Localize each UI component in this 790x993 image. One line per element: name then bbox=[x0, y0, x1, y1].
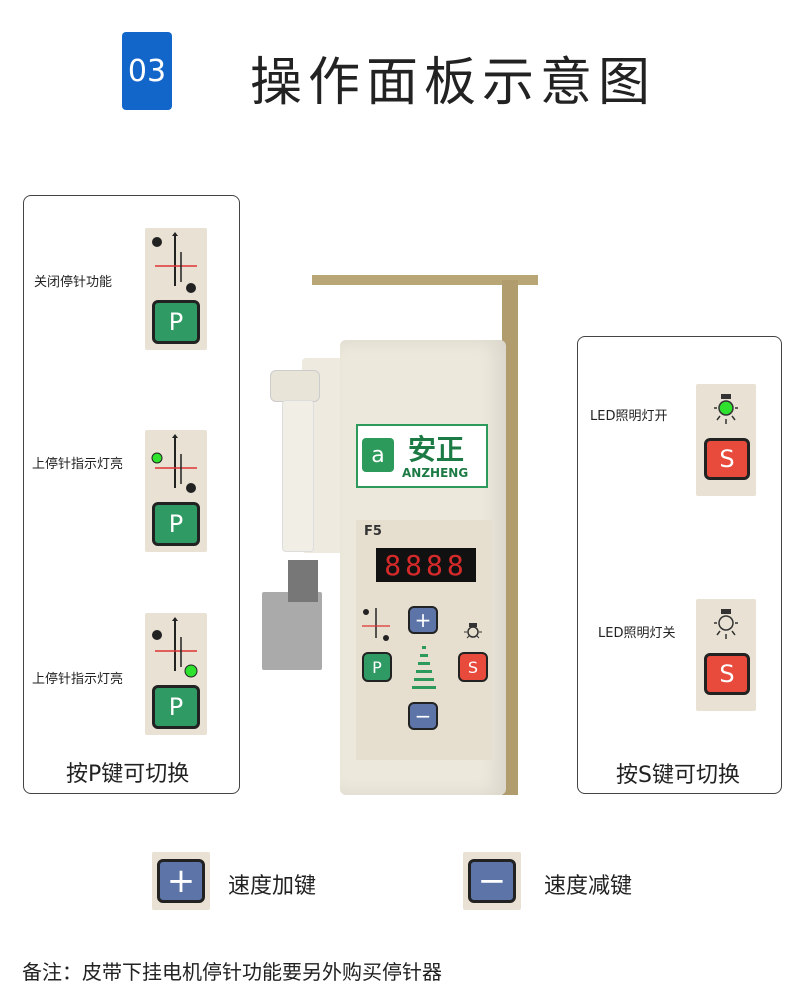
plus-key-legend: + bbox=[152, 852, 210, 910]
lamp-off-icon bbox=[714, 609, 738, 639]
brand-mark-icon: a bbox=[362, 438, 394, 472]
right-item-label-2: LED照明灯关 bbox=[598, 626, 676, 641]
right-panel-caption: 按S键可切换 bbox=[616, 763, 740, 788]
mounting-bracket-side bbox=[502, 280, 518, 795]
s-key[interactable]: S bbox=[704, 438, 750, 480]
brand-name-en: ANZHENG bbox=[402, 466, 469, 480]
needle-stop-up-icon bbox=[151, 434, 197, 493]
motor-controller-device: a 安正 ANZHENG F5 8888 + P bbox=[262, 270, 552, 800]
plus-key[interactable]: + bbox=[157, 859, 205, 903]
speed-level-icon bbox=[412, 646, 436, 689]
section-number-badge: 03 bbox=[122, 32, 172, 110]
speed-up-button[interactable]: + bbox=[408, 606, 438, 634]
p-key[interactable]: P bbox=[152, 685, 200, 729]
p-key[interactable]: P bbox=[362, 652, 392, 682]
left-panel-caption: 按P键可切换 bbox=[66, 762, 190, 787]
page-title: 操作面板示意图 bbox=[250, 53, 657, 113]
p-key-panel-upper-bottom: P bbox=[145, 613, 207, 735]
minus-key[interactable]: − bbox=[468, 859, 516, 903]
right-item-label-1: LED照明灯开 bbox=[590, 409, 668, 424]
brand-name-cn: 安正 bbox=[408, 433, 465, 466]
needle-stop-down-icon bbox=[152, 617, 198, 678]
plus-key-label: 速度加键 bbox=[228, 874, 317, 899]
digital-display: 8888 bbox=[376, 548, 476, 582]
speed-down-button[interactable]: − bbox=[408, 702, 438, 730]
motor-shaft bbox=[270, 370, 320, 402]
mount-post bbox=[288, 560, 318, 602]
p-key-panel-upper-top: P bbox=[145, 430, 207, 552]
minus-key-label: 速度减键 bbox=[544, 874, 633, 899]
left-item-label-3: 上停针指示灯亮 bbox=[32, 672, 124, 687]
left-item-label-1: 关闭停针功能 bbox=[34, 275, 113, 290]
mount-block bbox=[262, 592, 322, 670]
model-label: F5 bbox=[364, 524, 382, 539]
needle-icon bbox=[362, 608, 390, 641]
p-key-panel-off: P bbox=[145, 228, 207, 350]
right-panel: LED照明灯开 S LED照明灯关 S 按S键可切换 bbox=[577, 336, 782, 794]
control-panel: F5 8888 + P bbox=[356, 520, 492, 760]
left-panel: 关闭停针功能 P 上停针指示灯亮 P 上停针指示灯亮 bbox=[23, 195, 240, 794]
pulley bbox=[282, 400, 314, 552]
p-key[interactable]: P bbox=[152, 300, 200, 344]
minus-key-legend: − bbox=[463, 852, 521, 910]
mounting-bracket bbox=[312, 275, 538, 285]
footnote: 备注：皮带下挂电机停针功能要另外购买停针器 bbox=[22, 960, 442, 984]
p-key[interactable]: P bbox=[152, 502, 200, 546]
s-key[interactable]: S bbox=[458, 652, 488, 682]
left-item-label-2: 上停针指示灯亮 bbox=[32, 457, 124, 472]
s-key-panel-on: S bbox=[696, 384, 756, 496]
brand-logo: a 安正 ANZHENG bbox=[356, 424, 488, 488]
s-key[interactable]: S bbox=[704, 653, 750, 695]
needle-stop-off-icon bbox=[152, 232, 197, 293]
s-key-panel-off: S bbox=[696, 599, 756, 711]
lamp-icon bbox=[464, 623, 482, 639]
lamp-on-icon bbox=[714, 394, 738, 424]
